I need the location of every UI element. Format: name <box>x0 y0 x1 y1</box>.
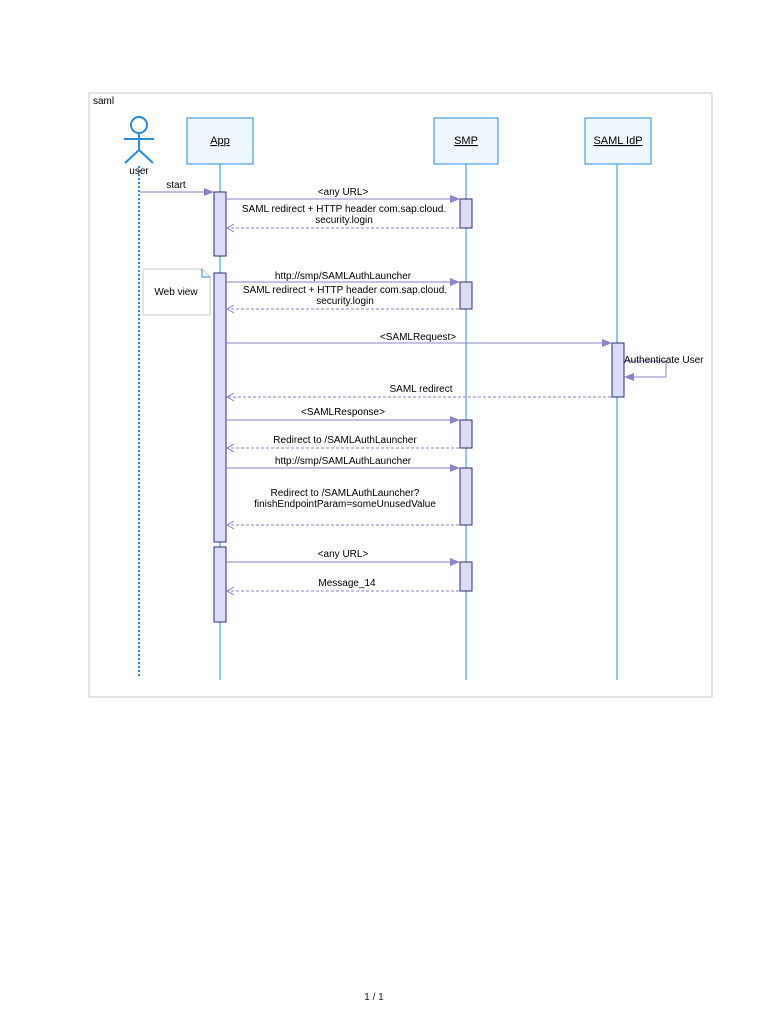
activation-app-3 <box>213 546 227 623</box>
msg-start: start <box>140 180 214 196</box>
msg-saml-redirect-header-2-line2: security.login <box>316 296 374 307</box>
msg-saml-redirect-header-1: SAML redirect + HTTP header com.sap.clou… <box>227 204 459 228</box>
msg-saml-redirect-header-2-line1: SAML redirect + HTTP header com.sap.clou… <box>243 285 447 296</box>
msg-saml-request-label: <SAMLRequest> <box>380 332 456 343</box>
msg-redirect-finish-endpoint-line2: finishEndpointParam=someUnusedValue <box>254 499 436 510</box>
participant-user-label: user <box>129 166 149 177</box>
msg-redirect-finish-endpoint: Redirect to /SAMLAuthLauncher? finishEnd… <box>227 488 459 525</box>
activation-bars <box>213 191 625 623</box>
actor-icon <box>124 116 154 164</box>
participant-idp: SAML IdP <box>584 117 652 165</box>
msg-any-url-1: <any URL> <box>226 187 460 203</box>
msg-message-14: Message_14 <box>227 578 459 591</box>
msg-saml-auth-launcher-1: http://smp/SAMLAuthLauncher <box>226 271 460 286</box>
msg-any-url-2-label: <any URL> <box>318 549 369 560</box>
note-label: Web view <box>154 287 198 298</box>
participant-app: App <box>186 117 254 165</box>
activation-smp-4 <box>459 467 473 526</box>
msg-any-url-2: <any URL> <box>226 549 460 566</box>
participant-idp-label: SAML IdP <box>593 135 642 147</box>
msg-saml-redirect: SAML redirect <box>227 384 611 397</box>
msg-authenticate-user-label: Authenticate User <box>624 355 704 366</box>
participant-smp: SMP <box>433 117 499 165</box>
msg-message-14-label: Message_14 <box>318 578 376 589</box>
msg-saml-redirect-header-2: SAML redirect + HTTP header com.sap.clou… <box>227 285 459 309</box>
msg-saml-redirect-label: SAML redirect <box>390 384 453 395</box>
activation-smp-1 <box>459 198 473 229</box>
msg-saml-request: <SAMLRequest> <box>226 332 612 347</box>
msg-redirect-finish-endpoint-line1: Redirect to /SAMLAuthLauncher? <box>271 488 420 499</box>
msg-redirect-auth-launcher: Redirect to /SAMLAuthLauncher <box>227 435 459 448</box>
participant-app-label: App <box>210 135 230 147</box>
diagram-frame <box>88 92 713 698</box>
msg-start-label: start <box>166 180 186 191</box>
activation-smp-5 <box>459 561 473 592</box>
msg-saml-auth-launcher-1-label: http://smp/SAMLAuthLauncher <box>275 271 412 282</box>
activation-idp-1 <box>611 342 625 398</box>
msg-saml-redirect-header-1-line2: security.login <box>315 215 373 226</box>
note-web-view: Web view <box>142 268 211 316</box>
msg-saml-auth-launcher-2: http://smp/SAMLAuthLauncher <box>226 456 460 472</box>
activation-smp-3 <box>459 419 473 449</box>
msg-saml-response-label: <SAMLResponse> <box>301 407 385 418</box>
msg-saml-response: <SAMLResponse> <box>226 407 460 424</box>
msg-any-url-1-label: <any URL> <box>318 187 369 198</box>
msg-saml-auth-launcher-2-label: http://smp/SAMLAuthLauncher <box>275 456 412 467</box>
frame-title: saml <box>93 96 114 107</box>
activation-app-1 <box>213 191 227 257</box>
page-number: 1 / 1 <box>364 992 384 1003</box>
msg-authenticate-user: Authenticate User <box>624 355 704 381</box>
activation-app-2 <box>213 272 227 543</box>
msg-redirect-auth-launcher-label: Redirect to /SAMLAuthLauncher <box>273 435 417 446</box>
participant-smp-label: SMP <box>454 135 478 147</box>
msg-saml-redirect-header-1-line1: SAML redirect + HTTP header com.sap.clou… <box>242 204 446 215</box>
activation-smp-2 <box>459 281 473 310</box>
